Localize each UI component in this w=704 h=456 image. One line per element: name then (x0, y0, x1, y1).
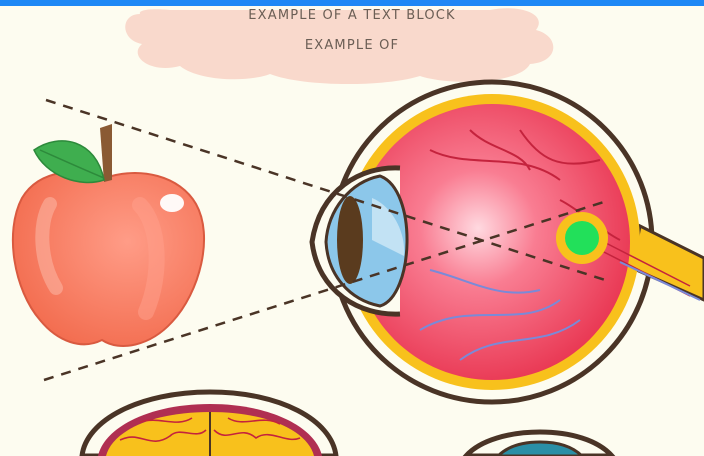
apple-icon (13, 124, 204, 346)
iris-icon (466, 432, 612, 456)
eye-cross-section-icon (312, 82, 704, 402)
brain-icon (82, 392, 336, 456)
